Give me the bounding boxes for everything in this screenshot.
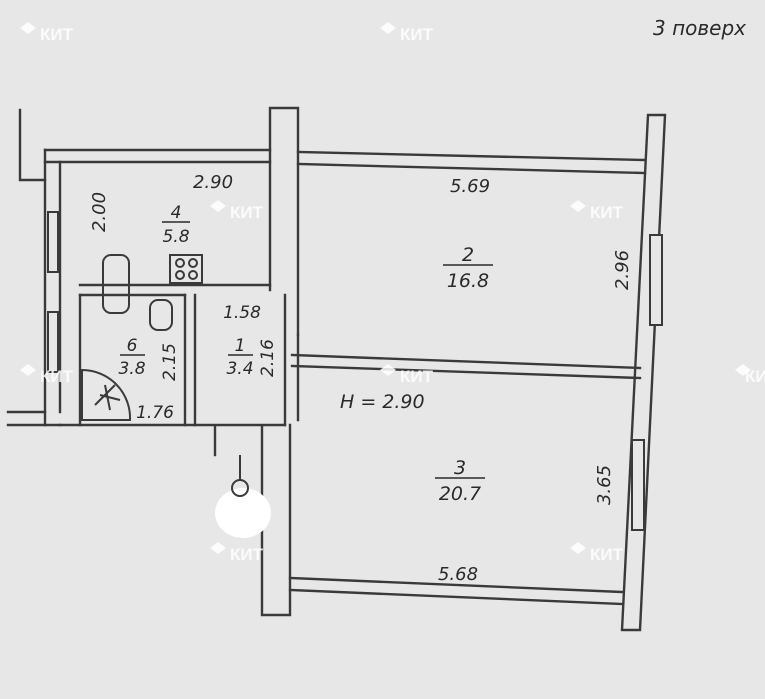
kit-logo-icon — [735, 364, 751, 376]
room2-room3-wall — [290, 353, 642, 380]
stove-icon — [169, 254, 203, 284]
burner-icon — [175, 258, 185, 268]
room-3-number: 3 — [454, 457, 466, 479]
left-offset-wall — [18, 108, 47, 182]
room-6-number: 6 — [127, 336, 138, 356]
watermark-logos — [20, 22, 751, 554]
central-wall — [268, 106, 300, 337]
dim-room2-depth: 2.96 — [612, 250, 633, 290]
watermarks: КИТ КИТ КИТ КИТ КИТ КИТ КИТ КИТ КИТ — [40, 25, 765, 564]
floor-label: 3 поверх — [653, 16, 746, 40]
dim-room2-width: 5.69 — [450, 176, 490, 197]
room-fraction-lines — [120, 221, 493, 479]
kit-logo-icon — [380, 364, 396, 376]
room2-top-wall — [296, 150, 647, 175]
shower-icon — [81, 368, 132, 421]
dim-bath-width: 1.76 — [136, 403, 174, 423]
toilet-icon — [149, 299, 173, 331]
sink-icon — [102, 254, 130, 314]
watermark-text: КИТ — [40, 367, 74, 386]
kit-logo-icon — [380, 22, 396, 34]
watermark-text: КИТ — [230, 545, 264, 564]
room-6-area: 3.8 — [118, 359, 145, 379]
corridor-right-wall — [283, 293, 300, 427]
room-4-number: 4 — [171, 203, 182, 223]
room-3-area: 20.7 — [439, 483, 481, 505]
kit-logo-icon — [210, 542, 226, 554]
burner-icon — [188, 270, 198, 280]
dim-kitchen-width: 2.90 — [193, 172, 233, 193]
kitchen-bottom-wall — [78, 283, 272, 297]
watermark-text: КИТ — [400, 367, 434, 386]
kitchen-top-wall — [43, 148, 272, 164]
watermark-text: КИТ — [590, 203, 624, 222]
room-1-number: 1 — [235, 336, 246, 356]
dim-corridor-depth: 2.16 — [258, 339, 278, 377]
ceiling-height: H = 2.90 — [340, 391, 425, 413]
dim-kitchen-depth: 2.00 — [89, 192, 110, 232]
room-4-area: 5.8 — [162, 227, 189, 247]
burner-icon — [175, 270, 185, 280]
watermark-text: КИТ — [40, 25, 74, 44]
room-2-area: 16.8 — [447, 270, 489, 292]
room3-window — [631, 439, 645, 531]
watermark-text: КИТ — [230, 203, 264, 222]
kit-logo-icon — [20, 364, 36, 376]
white-blot — [215, 488, 271, 538]
kit-logo-icon — [570, 200, 586, 212]
room3-bottom-wall — [288, 576, 624, 606]
dim-corridor-width: 1.58 — [223, 303, 261, 323]
kit-logo-icon — [210, 200, 226, 212]
room2-window — [649, 234, 663, 326]
dim-room3-width: 5.68 — [438, 564, 478, 585]
kit-logo-icon — [20, 22, 36, 34]
bath-corridor-wall — [183, 293, 197, 427]
left-wall-stub — [6, 410, 62, 427]
windows — [47, 211, 663, 531]
dim-room3-depth: 3.65 — [594, 465, 615, 505]
kitchen-window — [47, 211, 59, 273]
fixtures — [81, 254, 203, 421]
watermark-text: КИТ — [590, 545, 624, 564]
watermark-text: КИТ — [400, 25, 434, 44]
right-outer-wall — [620, 113, 667, 632]
burner-icon — [188, 258, 198, 268]
dim-bath-depth: 2.15 — [160, 343, 180, 381]
kit-logo-icon — [570, 542, 586, 554]
room-2-number: 2 — [462, 244, 474, 266]
walls — [6, 106, 667, 632]
shower-drain-icon — [94, 384, 121, 411]
bath-window — [47, 311, 59, 373]
left-outer-wall — [43, 148, 62, 427]
watermark-text: КИТ — [745, 367, 765, 386]
room-1-area: 3.4 — [226, 359, 253, 379]
